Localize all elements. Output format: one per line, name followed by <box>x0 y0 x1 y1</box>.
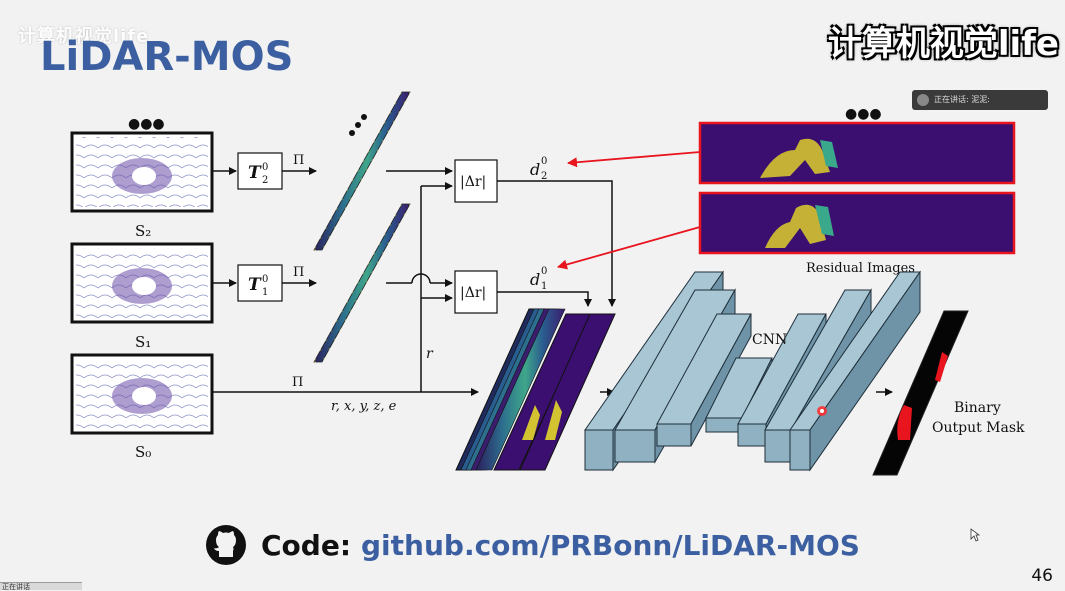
svg-text:T: T <box>248 275 262 295</box>
svg-text:T: T <box>248 163 262 183</box>
residual-image-2 <box>698 121 1016 185</box>
projection-label-2: Π <box>293 153 304 168</box>
scan-s2 <box>70 131 214 213</box>
cnn-block-face <box>764 429 792 463</box>
cnn-block-face <box>737 423 767 447</box>
svg-text:0: 0 <box>262 274 268 285</box>
watermark-top: 计算机视觉life <box>18 26 150 47</box>
svg-text:|Δr|: |Δr| <box>460 285 486 301</box>
residual-image-1 <box>698 191 1016 255</box>
svg-text:2: 2 <box>262 175 268 186</box>
page-number: 46 <box>1031 566 1053 586</box>
cnn-block-face <box>705 417 743 433</box>
code-line: Code: github.com/PRBonn/LiDAR-MOS <box>205 520 860 570</box>
residual-label-2: d 0 2 <box>530 156 547 182</box>
output-mask <box>872 310 969 476</box>
scan-s1-label: S₁ <box>135 333 151 351</box>
code-label: Code: <box>261 528 352 562</box>
avatar <box>917 94 929 106</box>
residual-label-1: d 0 1 <box>530 266 547 292</box>
code-url-link[interactable]: github.com/PRBonn/LiDAR-MOS <box>361 528 860 562</box>
watermark-right: 计算机视觉life <box>827 24 1059 64</box>
cnn-block-face <box>614 429 656 463</box>
svg-text:1: 1 <box>262 287 268 298</box>
r-label: r <box>426 346 434 362</box>
scan-s1 <box>70 242 214 324</box>
github-icon <box>206 525 246 565</box>
scan-s0-label: S₀ <box>135 443 151 461</box>
scan-s0 <box>70 353 214 435</box>
ellipsis-range-images <box>349 114 367 136</box>
cnn-block-face <box>656 423 692 447</box>
slide-title: LiDAR-MOS <box>40 34 294 80</box>
transform-box-1: T 0 1 <box>237 264 283 302</box>
diff-box-1: |Δr| <box>454 270 498 314</box>
ellipsis-scans: ●●● <box>128 116 165 132</box>
cnn-block-face <box>789 429 811 471</box>
channels-label: r, x, y, z, e <box>331 399 397 414</box>
cnn-blocks <box>584 270 921 472</box>
svg-text:|Δr|: |Δr| <box>460 174 486 190</box>
mouse-cursor-icon <box>970 528 980 542</box>
svg-text:2: 2 <box>541 171 547 182</box>
output-label-1: Binary <box>954 400 1001 416</box>
cnn-block-face <box>584 429 614 471</box>
taskbar-snippet: 正在讲话 <box>0 582 82 591</box>
svg-text:1: 1 <box>541 281 547 292</box>
svg-text:0: 0 <box>541 156 547 167</box>
scan-s2-label: S₂ <box>135 222 151 240</box>
speaker-text: 正在讲话: 泥泥: <box>934 95 990 104</box>
output-label-2: Output Mask <box>932 420 1025 436</box>
residual-images-label: Residual Images <box>806 261 915 276</box>
diff-box-2: |Δr| <box>454 159 498 203</box>
svg-text:d: d <box>530 270 540 289</box>
svg-text:d: d <box>530 160 540 179</box>
speaker-indicator: 正在讲话: 泥泥: <box>912 90 1048 110</box>
svg-text:0: 0 <box>262 162 268 173</box>
input-stack <box>455 308 616 471</box>
ellipsis-residuals: ●●● <box>845 106 882 122</box>
cnn-label: CNN <box>752 332 787 348</box>
projection-label-0: Π <box>292 375 303 390</box>
svg-text:0: 0 <box>541 266 547 277</box>
transform-box-2: T 0 2 <box>237 152 283 190</box>
projection-label-1: Π <box>293 265 304 280</box>
